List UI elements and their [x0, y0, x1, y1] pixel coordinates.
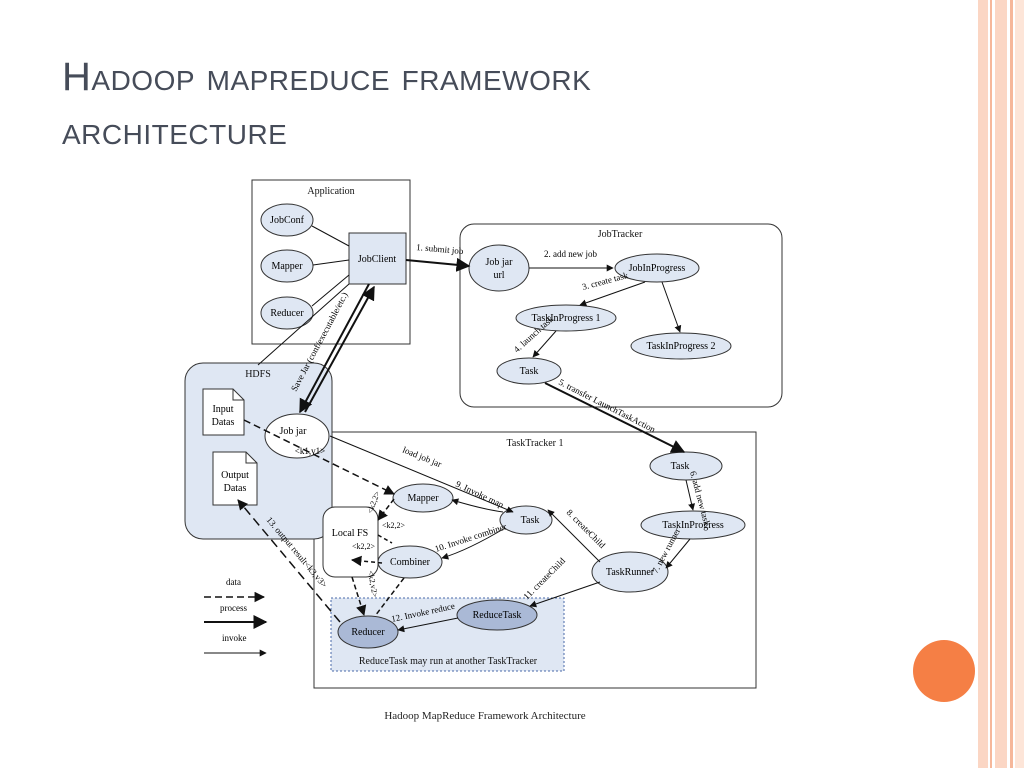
reducetask-node [456, 599, 538, 631]
jobjar-hdfs-node [264, 413, 330, 459]
jobjar-url-text-2: url [493, 270, 504, 281]
reducer-tt-text: Reducer [351, 627, 385, 638]
jobjar-url-text-1: Job jar [486, 257, 514, 268]
edge-reducer-jobclient [311, 274, 350, 307]
right-stripe-mid [995, 0, 1007, 768]
taskinprogress1-node [515, 304, 617, 332]
task-jt-text: Task [520, 366, 539, 377]
kv-c: <k2,2> [352, 542, 376, 551]
legend-invoke-label: invoke [222, 633, 247, 643]
task-tt-text: Task [521, 515, 540, 526]
diagram-caption: Hadoop MapReduce Framework Architecture [384, 710, 586, 722]
edge-jobclient-hdfs [257, 283, 350, 366]
localfs-node [322, 506, 379, 578]
task-right-text: Task [671, 461, 690, 472]
reducer-app-node [260, 296, 314, 330]
edge-1-submit [405, 257, 471, 272]
right-stripe-light [978, 0, 988, 768]
edge-8-createchild [547, 509, 601, 563]
tasktracker-label: TaskTracker 1 [507, 438, 564, 449]
jobclient-text: JobClient [358, 254, 397, 265]
kv-b: <k2,2> [382, 521, 406, 530]
taskinprogress-tt-node [640, 510, 746, 540]
edge-9-invoke-map [451, 498, 504, 513]
taskinprogress1-text: TaskInProgress 1 [531, 313, 600, 324]
edge-jobconf-jobclient [311, 225, 350, 247]
edge-data-localfs-combiner [377, 534, 393, 544]
jobclient-node [348, 232, 407, 285]
right-stripe-line-2 [1010, 0, 1013, 768]
edge-5-transfer [544, 382, 686, 453]
taskinprogress2-node [630, 332, 732, 360]
reducetask-text: ReduceTask [473, 610, 522, 621]
mapper-app-text: Mapper [271, 261, 303, 272]
edge-save-jar [299, 283, 370, 414]
jobinprogress-node [614, 253, 700, 283]
mapper-tt-text: Mapper [407, 493, 439, 504]
output-doc-icon [212, 451, 258, 506]
edge-13-output [237, 499, 341, 623]
task-tt-node [499, 505, 553, 535]
edge-7-new-runner [665, 538, 691, 569]
input-doc-text-1: Input [212, 404, 233, 415]
application-label: Application [307, 186, 354, 197]
edge-mapper-jobclient [312, 259, 350, 266]
legend-process-label: process [220, 603, 247, 613]
output-doc-text-2: Datas [224, 483, 247, 494]
input-doc-text-2: Datas [212, 417, 235, 428]
right-stripe-line [990, 0, 992, 768]
taskinprogress2-text: TaskInProgress 2 [646, 341, 715, 352]
edge-jip-tip2 [661, 281, 682, 333]
jobconf-text: JobConf [270, 215, 305, 226]
edge-6-add-task [685, 479, 695, 511]
output-doc-text-1: Output [221, 470, 249, 481]
edge-data-combiner-localfs [350, 555, 383, 567]
edge-load-jar [329, 435, 514, 513]
task-jt-node [496, 357, 562, 385]
hdfs-label: HDFS [245, 369, 271, 380]
jobtracker-label: JobTracker [598, 229, 643, 240]
input-doc-fold [232, 389, 244, 401]
reduce-note: ReduceTask may run at another TaskTracke… [359, 656, 538, 667]
edge-12-invoke-reduce [397, 617, 459, 633]
taskrunner-text: TaskRunner [606, 567, 655, 578]
slide-title: Hadoop mapreduce framework architecture [62, 55, 592, 153]
edge-3-create-task [579, 281, 646, 307]
jobjar-hdfs-text: Job jar [280, 426, 308, 437]
right-stripe-edge [1015, 0, 1024, 768]
edge-data-input-mapper [243, 419, 395, 495]
reducer-app-text: Reducer [270, 308, 304, 319]
edge-2-label: 2. add new job [544, 249, 597, 259]
jobjar-url-node [468, 244, 530, 292]
edge-4-launch [532, 330, 557, 358]
edge-data-mapper-localfs [377, 498, 395, 521]
mapper-app-node [260, 249, 314, 283]
jobjar-kv-text: <k1,v1> [295, 446, 325, 456]
edge-10-invoke-combiner [441, 527, 506, 560]
edge-data-localfs-reducer [351, 576, 367, 617]
combiner-node [377, 545, 443, 579]
legend-data-label: data [226, 577, 241, 587]
output-doc-fold [245, 452, 257, 464]
combiner-text: Combiner [390, 557, 431, 568]
taskinprogress-tt-text: TaskInProgress [662, 520, 724, 531]
edge-11-createchild [529, 581, 601, 608]
accent-dot [913, 640, 975, 702]
jobinprogress-text: JobInProgress [629, 263, 686, 274]
mapper-tt-node [392, 483, 454, 513]
taskrunner-node [591, 551, 669, 593]
localfs-text: Local FS [332, 528, 368, 539]
jobconf-node [260, 203, 314, 237]
edge-save-jar-back [304, 285, 375, 413]
edge-1-label: 1. submit job [416, 242, 464, 256]
